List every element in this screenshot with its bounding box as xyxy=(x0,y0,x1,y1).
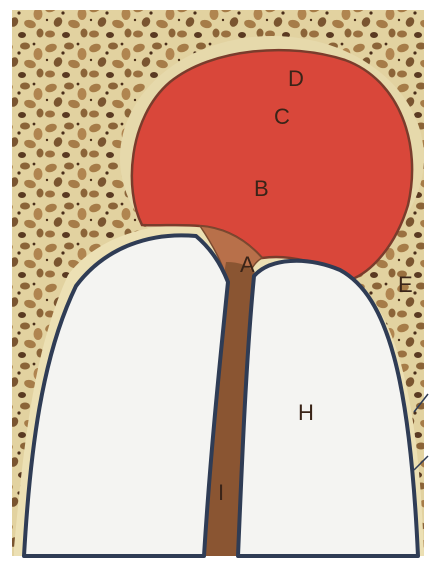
label-h: H xyxy=(298,400,314,425)
label-d: D xyxy=(288,66,304,91)
label-b: B xyxy=(254,176,269,201)
label-a: A xyxy=(240,252,255,277)
label-i: I xyxy=(218,480,224,505)
label-c: C xyxy=(274,104,290,129)
label-e: E xyxy=(398,272,413,297)
